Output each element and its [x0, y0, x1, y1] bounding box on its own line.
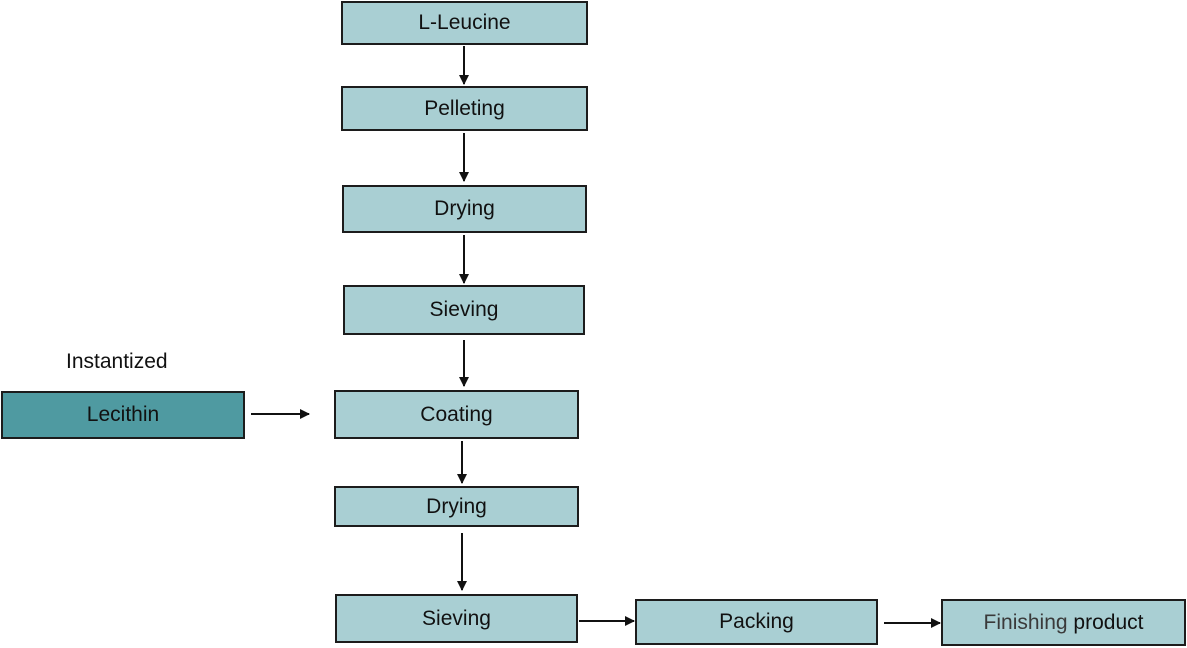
node-coating: Coating [334, 390, 579, 439]
node-sieving-1-label: Sieving [429, 298, 499, 321]
node-coating-label: Coating [420, 402, 493, 426]
node-sieving-2: Sieving [335, 594, 578, 643]
product-word: product [1067, 610, 1144, 634]
node-l-leucine-label: L-Leucine [418, 11, 511, 34]
node-sieving-1: Sieving [343, 285, 585, 335]
node-lecithin-label: Lecithin [86, 403, 160, 426]
node-drying-1: Drying [342, 185, 587, 233]
instantized-label: Instantized [66, 350, 168, 373]
node-pelleting: Pelleting [341, 86, 588, 131]
node-drying-1-label: Drying [434, 197, 495, 220]
node-lecithin: Lecithin [1, 391, 245, 439]
node-drying-2: Drying [334, 486, 579, 527]
finishing-word: Finishing [983, 610, 1068, 634]
node-packing: Packing [635, 599, 878, 645]
node-finishing-product: Finishing product [941, 599, 1186, 646]
node-packing-label: Packing [719, 610, 794, 633]
node-pelleting-label: Pelleting [424, 96, 505, 120]
node-drying-2-label: Drying [426, 494, 487, 518]
node-sieving-2-label: Sieving [422, 606, 491, 630]
node-l-leucine: L-Leucine [341, 1, 588, 45]
node-finishing-product-label: Finishing product [984, 611, 1144, 635]
